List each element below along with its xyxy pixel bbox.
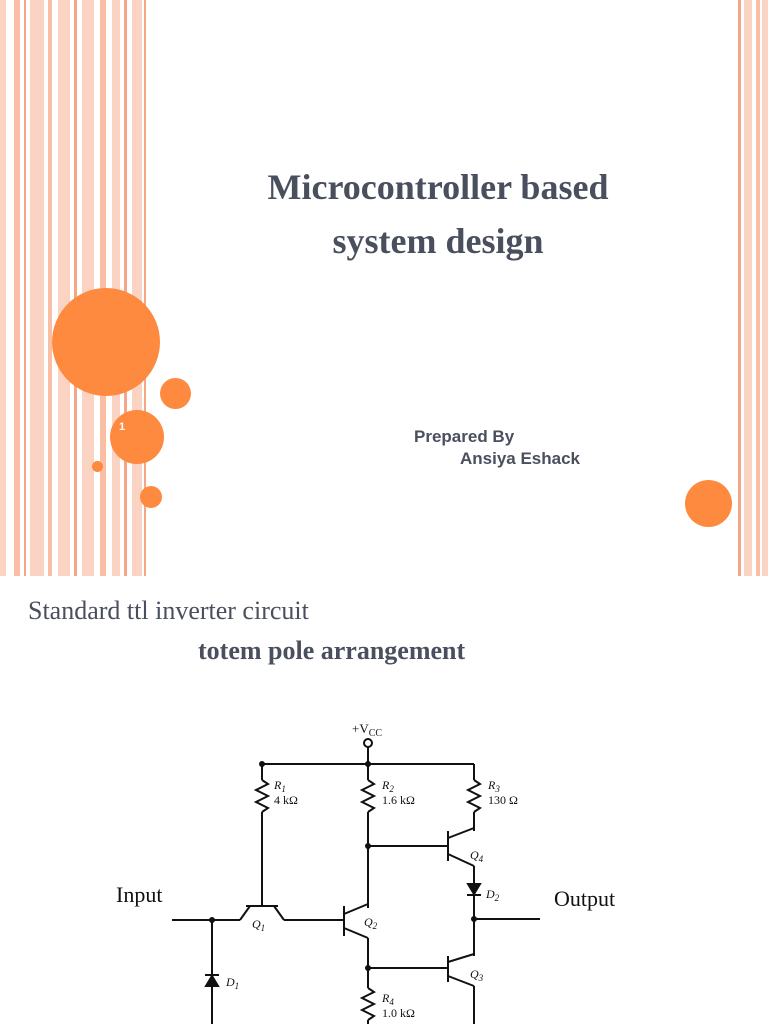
r4-value: 1.0 kΩ [382,1006,415,1020]
slide-number: 1 [119,421,126,433]
small-orange-circle [160,378,191,409]
r3-label: R3 [487,778,500,794]
q2-label: Q2 [364,915,378,931]
circuit-slide: Standard ttl inverter circuit totem pole… [0,576,768,1024]
r2-value: 1.6 kΩ [382,793,415,807]
r3-value: 130 Ω [488,793,518,807]
output-label: Output [554,886,615,911]
d2-label: D2 [485,887,500,903]
large-orange-circle [52,288,160,396]
vcc-label: +VCC [352,721,382,739]
author-name: Ansiya Eshack [460,449,581,468]
small-orange-circle-2 [140,486,162,508]
r1-value: 4 kΩ [274,793,298,807]
circuit-slide-subtitle: totem pole arrangement [198,636,466,665]
input-label: Input [116,882,162,907]
q1-label: Q1 [252,917,265,933]
title-line-2: system design [332,221,544,261]
d1-label: D1 [225,975,239,991]
title-slide: 1 Microcontroller based system design Pr… [0,0,768,576]
prepared-by-label: Prepared By [414,427,515,446]
slide-number-circle [110,410,164,464]
r2-label: R2 [381,778,394,794]
circuit-slide-title: Standard ttl inverter circuit [28,596,309,625]
title-line-1: Microcontroller based [267,167,609,207]
right-orange-circle [685,480,732,527]
tiny-orange-circle [92,461,103,472]
slide-title: Microcontroller based system design [160,160,716,268]
r4-label: R4 [381,991,394,1007]
q3-label: Q3 [470,967,484,983]
r1-label: R1 [273,778,286,794]
q4-label: Q4 [470,848,484,864]
ttl-inverter-circuit-diagram: +VCC Input Output R1 4 kΩ R2 1.6 kΩ R3 1… [116,721,615,1024]
